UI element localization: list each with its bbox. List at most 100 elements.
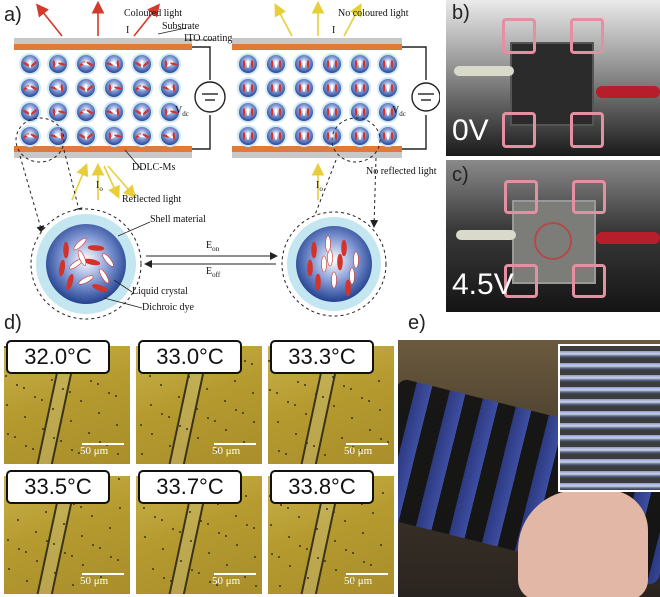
panel-label-c: c) <box>452 164 469 186</box>
particle <box>234 380 236 382</box>
left-droplets <box>19 53 181 147</box>
particle <box>198 572 200 574</box>
voltage-c: 4.5V <box>452 268 514 301</box>
ddlc-droplet <box>75 77 97 99</box>
particle <box>90 380 92 382</box>
panel-label-e: e) <box>408 312 426 334</box>
particle <box>269 389 271 391</box>
particle <box>73 503 75 505</box>
particle <box>287 401 289 403</box>
lc-molecule <box>345 279 351 297</box>
particle <box>335 569 337 571</box>
temperature-label: 33.0°C <box>138 340 242 374</box>
particle <box>144 536 146 538</box>
left-intensity-label: I <box>126 25 130 36</box>
particle <box>46 540 48 542</box>
lc-molecule <box>315 273 321 291</box>
particle <box>341 437 343 439</box>
particle <box>143 507 145 509</box>
particle <box>271 553 273 555</box>
particle <box>71 449 73 451</box>
particle <box>179 425 181 427</box>
particle <box>387 441 389 443</box>
right-top-electrode <box>232 44 402 50</box>
particle <box>324 560 326 562</box>
particle <box>363 561 365 563</box>
particle <box>353 581 355 583</box>
particle <box>380 438 382 440</box>
ddlc-droplet <box>19 101 41 123</box>
scale-bar <box>346 443 388 445</box>
no-reflected-light-label: No reflected light <box>366 166 437 177</box>
clip-tr <box>570 18 604 54</box>
left-top-electrode <box>14 44 192 50</box>
cable-red <box>596 86 660 98</box>
particle <box>313 445 315 447</box>
ddlc-droplet <box>75 101 97 123</box>
particle <box>160 384 162 386</box>
right-top-substrate <box>232 38 402 44</box>
lc-molecule <box>73 237 87 251</box>
particle <box>306 442 308 444</box>
particle <box>362 532 364 534</box>
particle <box>244 360 246 362</box>
particle <box>163 577 165 579</box>
left-dc-source <box>194 81 226 113</box>
particle <box>23 387 25 389</box>
particle <box>118 478 120 480</box>
lc-molecule <box>92 284 108 292</box>
particle <box>100 576 102 578</box>
scale-label: 50 μm <box>212 445 241 457</box>
ddlc-droplet <box>103 77 125 99</box>
particle <box>251 363 253 365</box>
right-intensity-label: I <box>332 25 336 36</box>
ddlc-droplet <box>131 101 153 123</box>
ddlc-droplet <box>293 77 315 99</box>
particle <box>370 564 372 566</box>
ddlc-droplet <box>237 101 259 123</box>
particle <box>71 555 73 557</box>
particle <box>115 395 117 397</box>
particle <box>80 400 82 402</box>
ddlc-droplet <box>159 77 181 99</box>
e-off-label: Eoff <box>206 266 221 279</box>
particle <box>34 396 36 398</box>
particle <box>209 581 211 583</box>
particle <box>26 580 28 582</box>
ddlc-droplet <box>265 125 287 147</box>
particle <box>161 519 163 521</box>
particle <box>119 507 121 509</box>
cable-grey-c <box>456 230 516 240</box>
ddlc-droplet <box>321 101 343 123</box>
ddlc-droplet <box>75 53 97 75</box>
particle <box>16 384 18 386</box>
ddlc-droplet <box>159 53 181 75</box>
particle <box>69 391 71 393</box>
left-top-substrate <box>14 38 192 44</box>
lc-molecule <box>99 268 109 284</box>
particle <box>306 548 308 550</box>
right-dc-source <box>411 82 440 112</box>
substrate-label: Substrate <box>162 21 200 32</box>
ddlc-droplet <box>377 125 399 147</box>
ddlc-droplet <box>47 125 69 147</box>
particle <box>99 547 101 549</box>
left-cell <box>14 0 226 201</box>
left-bottom-electrode <box>14 146 192 152</box>
particle <box>246 524 248 526</box>
ddlc-droplet <box>19 53 41 75</box>
left-vdc-label: Vdc <box>175 105 189 118</box>
particle <box>150 404 152 406</box>
particle <box>81 535 83 537</box>
temperature-label: 33.8°C <box>270 470 374 504</box>
right-cell <box>232 0 440 200</box>
scale-label: 50 μm <box>344 575 373 587</box>
particle <box>235 409 237 411</box>
lc-molecule <box>58 259 66 277</box>
particle <box>186 428 188 430</box>
ddlc-droplet <box>47 77 69 99</box>
particle <box>359 449 361 451</box>
particle <box>361 397 363 399</box>
particle <box>316 528 318 530</box>
ddlc-label: DDLC-Ms <box>132 162 176 173</box>
